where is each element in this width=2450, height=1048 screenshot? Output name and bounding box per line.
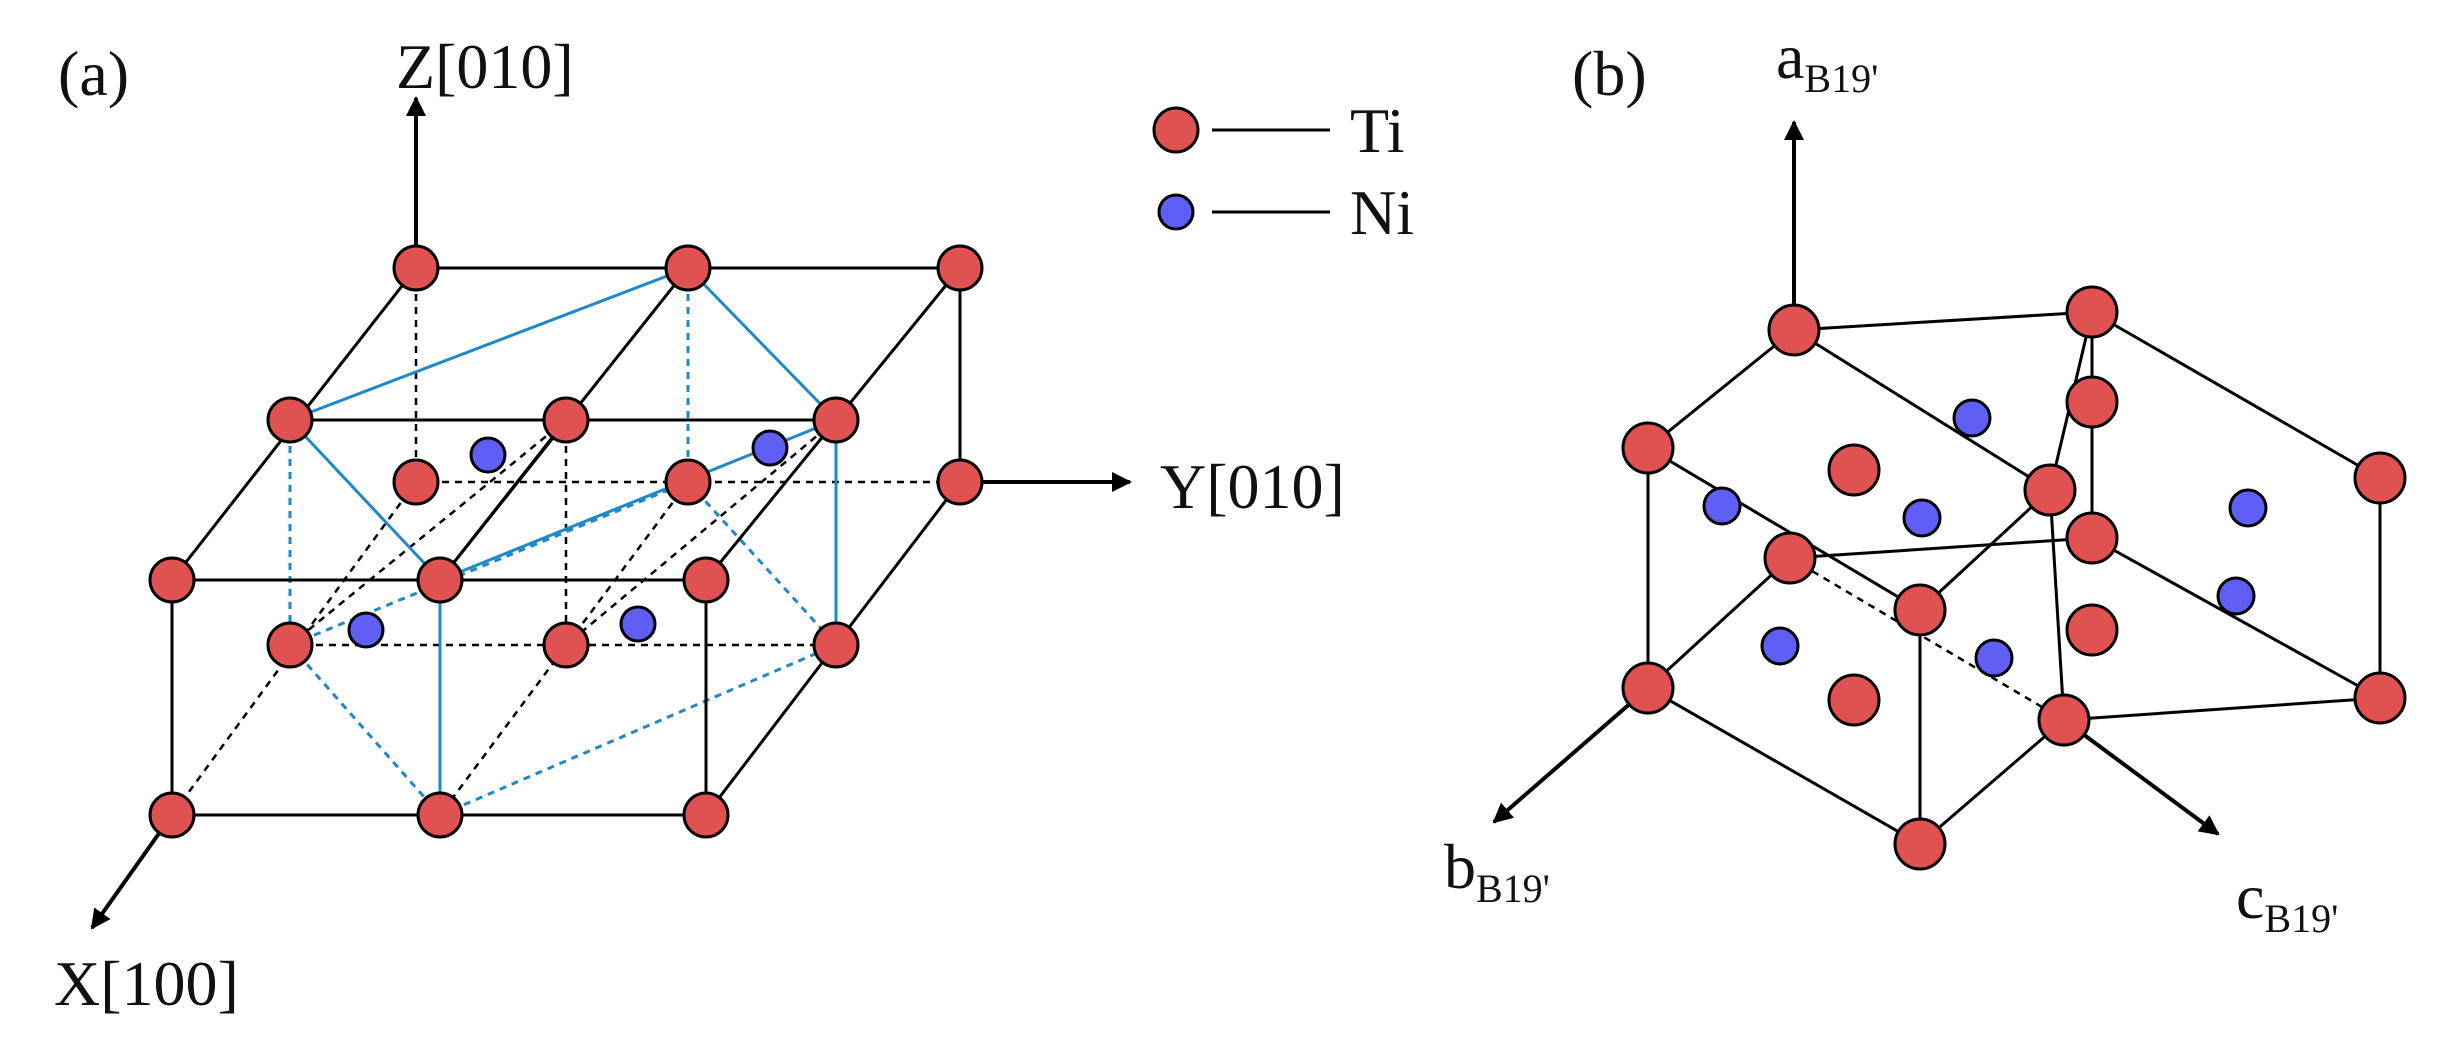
ni-atom — [2228, 488, 2268, 528]
ni-atom — [619, 605, 657, 643]
ti-atom — [812, 621, 860, 669]
ni-atom — [1760, 626, 1800, 666]
b-axis-arrow — [1492, 686, 1650, 824]
ni-atom — [1974, 638, 2014, 678]
ti-atom — [1621, 661, 1675, 715]
hidden-edge-b — [1789, 556, 2065, 722]
ti-atom — [2065, 603, 2119, 657]
ti-atom — [2065, 375, 2119, 429]
ti-atom — [2037, 693, 2091, 747]
ti-atom — [1763, 531, 1817, 585]
ti-atom — [148, 791, 196, 839]
ni-atom — [1902, 498, 1942, 538]
panel-a-b2-lattice: (a) Z[010] Y[010] X[100] — [54, 31, 1345, 1019]
panel-b-label: (b) — [1572, 38, 1647, 109]
c-axis-arrow — [2062, 718, 2220, 836]
panel-b-b19-lattice: (b) aB19' bB19' cB19' — [1444, 21, 2407, 941]
ti-atom — [936, 244, 984, 292]
ti-atom — [416, 556, 464, 604]
ti-atom — [2353, 451, 2407, 505]
ti-atom — [1827, 673, 1881, 727]
ti-atom — [664, 244, 712, 292]
ti-atom — [2065, 511, 2119, 565]
ti-atom — [682, 556, 730, 604]
ti-atom — [266, 396, 314, 444]
ti-atom — [936, 458, 984, 506]
x-axis-label: X[100] — [54, 948, 239, 1019]
ti-atom — [392, 244, 440, 292]
ti-atom — [812, 396, 860, 444]
ti-atom — [1893, 583, 1947, 637]
ti-atom — [664, 458, 712, 506]
ti-atom — [1893, 817, 1947, 871]
atoms-b — [1621, 285, 2407, 871]
ni-atom — [347, 611, 385, 649]
ni-atom — [1952, 398, 1992, 438]
ti-atom — [1767, 303, 1821, 357]
c-axis-label: cB19' — [2236, 861, 2338, 941]
panel-a-label: (a) — [58, 38, 129, 109]
legend-ni-label: Ni — [1350, 177, 1414, 248]
legend-item-ni: Ni — [1157, 177, 1414, 248]
legend-item-ti: Ti — [1152, 95, 1405, 166]
ni-atom — [469, 436, 507, 474]
ni-atom — [751, 429, 789, 467]
y-axis-label: Y[010] — [1160, 451, 1345, 522]
ni-atom — [1702, 486, 1742, 526]
ti-atom — [542, 396, 590, 444]
ni-atom — [2216, 576, 2256, 616]
blue-cell-solid — [288, 266, 838, 815]
ni-legend-icon — [1157, 193, 1195, 231]
ti-atom — [2353, 671, 2407, 725]
ti-atom — [2023, 463, 2077, 517]
ti-atom — [1827, 443, 1881, 497]
b-axis-label: bB19' — [1444, 831, 1550, 911]
atoms-a — [148, 244, 984, 839]
z-axis-label: Z[010] — [396, 31, 574, 102]
ti-atom — [542, 621, 590, 669]
ti-atom — [682, 791, 730, 839]
ti-atom — [266, 621, 314, 669]
ti-atom — [416, 791, 464, 839]
ti-legend-icon — [1152, 106, 1200, 154]
a-axis-label: aB19' — [1776, 21, 1878, 101]
legend-ti-label: Ti — [1350, 95, 1405, 166]
frame-edges-b — [1646, 310, 2382, 846]
legend: Ti Ni — [1152, 95, 1414, 248]
ti-atom — [1621, 421, 1675, 475]
blue-cell-dashed — [288, 268, 838, 817]
ti-atom — [392, 458, 440, 506]
ti-atom — [148, 556, 196, 604]
ti-atom — [2065, 285, 2119, 339]
